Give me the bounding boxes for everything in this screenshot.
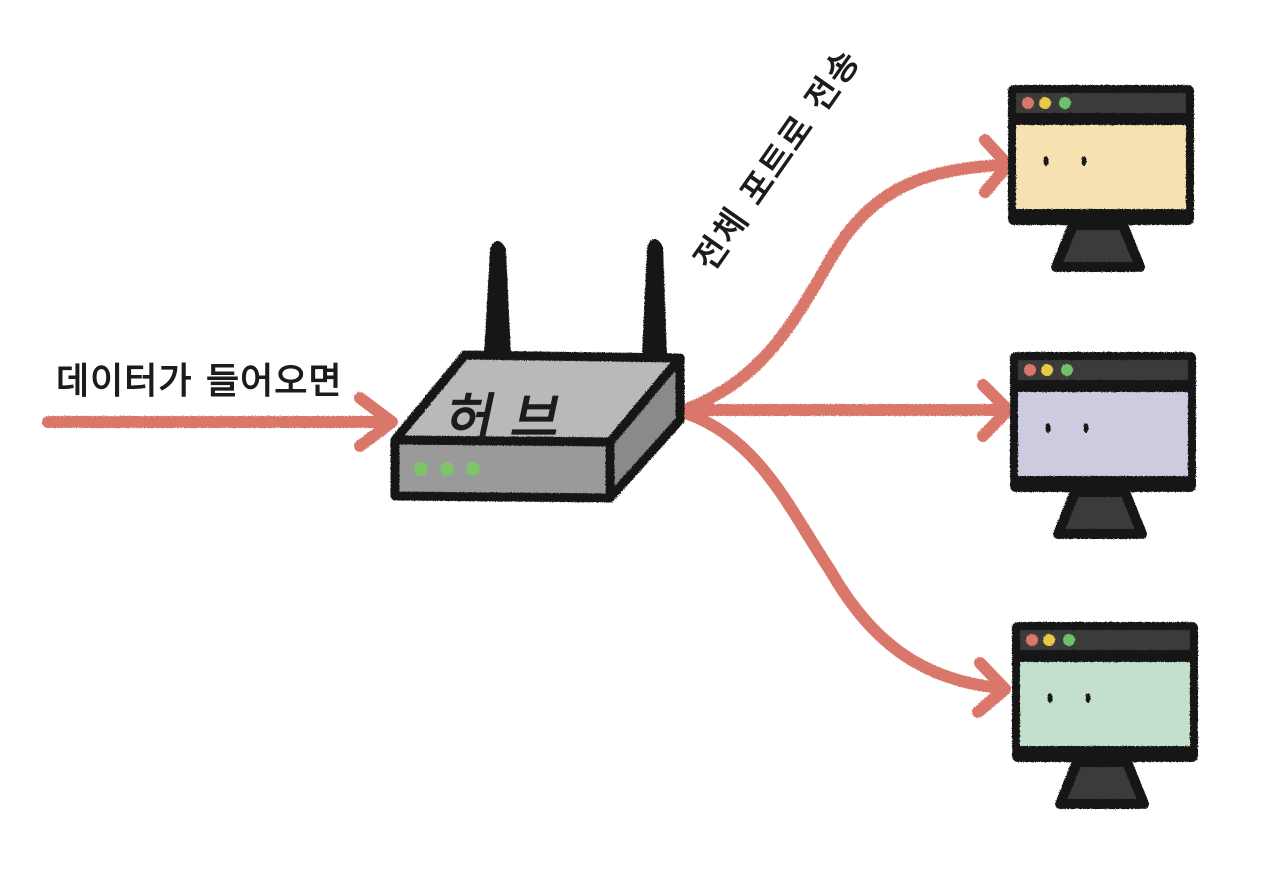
window-maximize-dot-icon: [1063, 634, 1075, 646]
face-eye-icon: [1085, 693, 1091, 703]
arrow-head-middle: [977, 379, 1014, 442]
window-maximize-dot-icon: [1061, 364, 1073, 376]
monitor-screen: [1016, 125, 1186, 209]
computer-top: [1008, 85, 1194, 272]
computer-middle: [1010, 352, 1196, 539]
window-titlebar: [1020, 630, 1190, 650]
monitor-stand: [1053, 487, 1147, 539]
computer-bottom: [1012, 622, 1198, 809]
arrow-to-top-computer: [679, 159, 1006, 416]
incoming-arrow-head: [354, 392, 398, 452]
window-minimize-dot-icon: [1041, 364, 1053, 376]
arrow-head-bottom: [972, 657, 1011, 718]
hub-front-face: [390, 435, 615, 503]
face-eye-icon: [1081, 156, 1087, 166]
hub-device: [390, 239, 685, 503]
hub-led: [466, 462, 480, 476]
face-eye-icon: [1045, 423, 1051, 433]
window-titlebar: [1016, 93, 1186, 113]
hub-antenna-left: [484, 241, 511, 358]
hub-antenna-right: [642, 239, 667, 358]
monitor-stand: [1051, 220, 1145, 272]
monitor-screen: [1018, 392, 1188, 476]
monitor-stand: [1055, 757, 1149, 809]
window-maximize-dot-icon: [1059, 97, 1071, 109]
arrow-to-bottom-computer: [682, 408, 1006, 694]
incoming-data-label: 데이터가 들어오면: [56, 361, 343, 402]
monitor-screen: [1020, 662, 1190, 746]
window-titlebar: [1018, 360, 1188, 380]
face-eye-icon: [1083, 423, 1089, 433]
window-minimize-dot-icon: [1039, 97, 1051, 109]
window-close-dot-icon: [1026, 634, 1038, 646]
window-close-dot-icon: [1022, 97, 1034, 109]
hub-led: [440, 462, 454, 476]
window-close-dot-icon: [1024, 364, 1036, 376]
window-minimize-dot-icon: [1043, 634, 1055, 646]
hub-label: 허브: [440, 389, 585, 449]
face-eye-icon: [1043, 156, 1049, 166]
hub-led: [414, 462, 428, 476]
face-eye-icon: [1047, 693, 1053, 703]
